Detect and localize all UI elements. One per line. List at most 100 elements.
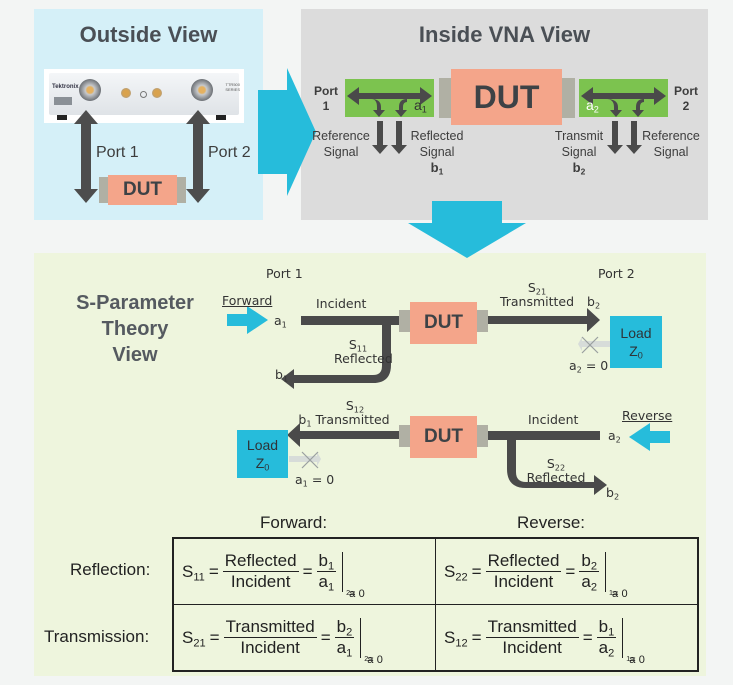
reverse-a2-letter: a bbox=[608, 428, 616, 443]
forward-input-arrow bbox=[227, 306, 268, 334]
eq-a-wave: a2 bbox=[597, 638, 617, 659]
reverse-b2-subscript: 2 bbox=[613, 491, 620, 502]
outside-dut: DUT bbox=[108, 175, 177, 205]
reverse-incident-label: Incident bbox=[528, 412, 579, 427]
eq-cond-subscript: 1 bbox=[608, 588, 613, 597]
port1-reference-signal-arrow bbox=[372, 121, 388, 154]
forward-a1-subscript: 1 bbox=[281, 319, 287, 330]
forward-z0: Z0 bbox=[629, 342, 643, 360]
reverse-b1-subscript: 1 bbox=[306, 418, 312, 429]
lo-connector-a bbox=[121, 88, 131, 98]
inside-port1-label: Port 1 bbox=[311, 84, 341, 114]
eq-s-param: S21 bbox=[182, 627, 206, 649]
s22-subscript: 22 bbox=[554, 462, 566, 473]
reflection-row-header: Reflection: bbox=[70, 560, 151, 579]
eq-equals: = bbox=[471, 627, 482, 647]
s12-label: S12 bbox=[290, 399, 398, 415]
eq-s-param: S12 bbox=[444, 627, 468, 649]
theory-title-line1: S-Parameter bbox=[76, 292, 194, 314]
inside-port2-word: Port bbox=[674, 84, 698, 98]
right-flow-arrow bbox=[258, 68, 316, 196]
s21-transmitted-arrow bbox=[486, 308, 600, 332]
a1-equals-zero-label: a1 = 0 bbox=[295, 472, 334, 488]
foot-left bbox=[57, 115, 67, 120]
s12-subscript: 12 bbox=[353, 404, 365, 415]
eq-equals: = bbox=[582, 627, 593, 647]
eq-b-wave: b1 bbox=[316, 551, 337, 572]
eq-a-letter: a bbox=[336, 638, 347, 657]
eq-b-letter: b bbox=[336, 617, 347, 636]
s12-transmitted-label: S12 b1 Transmitted bbox=[290, 399, 398, 429]
forward-dut-connector-left bbox=[399, 310, 411, 332]
instrument-series: TTR500 SERIES bbox=[225, 82, 240, 92]
b2-subscript: 2 bbox=[580, 166, 586, 177]
vna-dut-connector-left bbox=[439, 78, 454, 118]
reverse-load-word: Load bbox=[246, 437, 279, 453]
eq-numerator: Reflected bbox=[485, 551, 562, 572]
forward-b1-label: b1 bbox=[275, 367, 288, 383]
eq-cond-eq: = 0 bbox=[367, 653, 383, 666]
s11-reflected-label: S11 Reflected bbox=[334, 338, 393, 366]
inside-port1-word: Port bbox=[314, 84, 338, 98]
reflected-signal-label: Reflected Signal b1 bbox=[404, 128, 470, 176]
eq-s-param: S11 bbox=[182, 562, 205, 583]
eq-s-letter: S bbox=[182, 627, 194, 647]
a1-zero-letter: a bbox=[295, 472, 303, 487]
port1-connector bbox=[79, 79, 101, 101]
left-ref-line2: Signal bbox=[323, 145, 359, 159]
eq-s-subscript: 11 bbox=[193, 570, 205, 583]
reverse-a2-subscript: 2 bbox=[615, 434, 621, 445]
eq-s-subscript: 22 bbox=[455, 570, 468, 583]
power-icon bbox=[140, 91, 147, 98]
port1-double-arrow bbox=[74, 110, 98, 203]
reverse-reflected-word: Reflected bbox=[526, 470, 586, 485]
forward-b2-letter: b bbox=[587, 294, 595, 309]
eq-numerator: Transmitted bbox=[485, 617, 579, 638]
forward-incident-line bbox=[301, 316, 401, 325]
a2-letter: a bbox=[586, 97, 594, 113]
forward-b2-subscript: 2 bbox=[594, 300, 601, 311]
eq-s-param: S22 bbox=[444, 561, 468, 583]
eq-s-subscript: 12 bbox=[455, 636, 468, 649]
inside-view-title: Inside VNA View bbox=[418, 22, 591, 47]
a1-letter: a bbox=[414, 97, 422, 113]
forward-reflected-word: Reflected bbox=[334, 351, 393, 366]
eq-s-letter: S bbox=[444, 561, 456, 581]
forward-b2-label: b2 bbox=[587, 294, 601, 311]
eq-s-letter: S bbox=[444, 627, 456, 647]
inside-a1: a1 bbox=[414, 97, 427, 114]
port2-double-arrow bbox=[186, 110, 210, 203]
foot-right bbox=[216, 115, 226, 120]
reflected-line2: Signal bbox=[419, 145, 455, 159]
forward-load-z0: Load Z0 bbox=[610, 316, 662, 368]
eq-b-letter: b bbox=[318, 551, 328, 570]
reflected-line1: Reflected bbox=[410, 129, 464, 143]
theory-view-title: S-Parameter Theory View bbox=[55, 290, 215, 368]
port2-connector bbox=[191, 79, 213, 101]
theory-title-line2: Theory bbox=[101, 318, 169, 340]
eq-b-subscript: 2 bbox=[590, 560, 597, 573]
b1-subscript: 1 bbox=[438, 166, 444, 177]
reverse-b1-transmitted: b1 Transmitted bbox=[290, 413, 398, 429]
eq-equals: = bbox=[208, 561, 219, 581]
eq-denominator: Incident bbox=[502, 638, 562, 657]
right-reference-signal-label: Reference Signal bbox=[638, 128, 704, 160]
transmit-signal-label: Transmit Signal b2 bbox=[548, 128, 610, 176]
s11-subscript: 11 bbox=[356, 343, 368, 354]
theory-port2-label: Port 2 bbox=[598, 266, 635, 281]
reverse-incident-line bbox=[486, 431, 600, 440]
eq-a-letter: a bbox=[598, 638, 609, 657]
s12-transmitted-arrow bbox=[287, 423, 400, 447]
instrument-brand: Tektronix bbox=[52, 84, 79, 90]
